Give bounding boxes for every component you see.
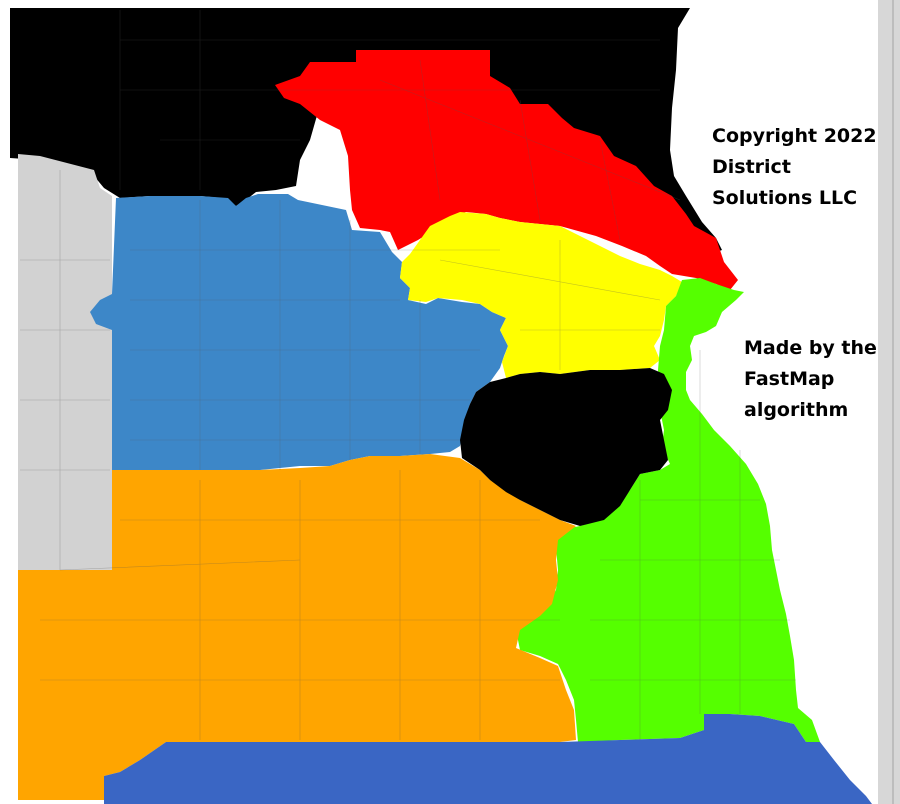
district-north-black bbox=[10, 8, 722, 268]
copyright-line-3: Solutions LLC bbox=[712, 187, 858, 209]
district-green bbox=[516, 278, 820, 742]
district-central-black bbox=[460, 368, 672, 526]
district-red bbox=[275, 50, 738, 290]
district-orange bbox=[18, 454, 576, 800]
district-gray bbox=[18, 154, 112, 570]
made-by-annotation: Made by the FastMap algorithm bbox=[744, 333, 877, 426]
precinct-lines bbox=[20, 10, 796, 740]
made-by-line-2: FastMap bbox=[744, 368, 835, 390]
map-frame bbox=[878, 0, 900, 804]
map-frame-line bbox=[892, 0, 894, 804]
district-light-blue bbox=[90, 194, 508, 470]
made-by-line-1: Made by the bbox=[744, 337, 877, 359]
copyright-annotation: Copyright 2022 District Solutions LLC bbox=[712, 121, 877, 214]
copyright-line-1: Copyright 2022 bbox=[712, 125, 877, 147]
district-yellow bbox=[400, 212, 682, 378]
made-by-line-3: algorithm bbox=[744, 399, 849, 421]
copyright-line-2: District bbox=[712, 156, 791, 178]
district-south-blue bbox=[104, 714, 872, 804]
